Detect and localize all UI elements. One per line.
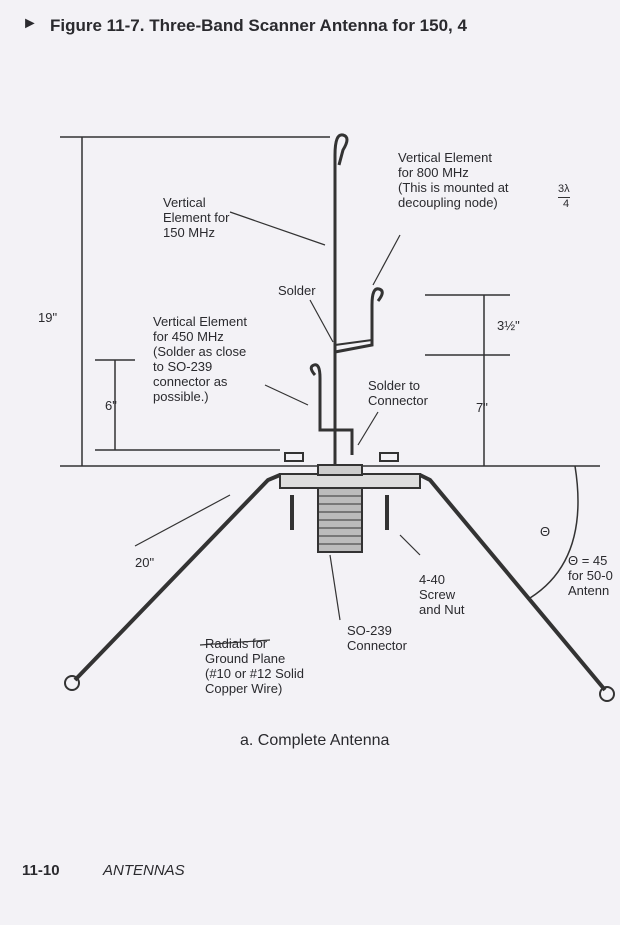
section-name: ANTENNAS	[103, 862, 185, 879]
label-solder-to-connector: Solder to Connector	[368, 378, 428, 408]
page-number: 11-10	[22, 862, 60, 879]
label-radials: Radials for Ground Plane (#10 or #12 Sol…	[205, 636, 305, 696]
theta-symbol: Θ	[540, 524, 551, 539]
dimension-3-5in: 3½"	[497, 318, 520, 333]
figure-title: Figure 11-7. Three-Band Scanner Antenna …	[50, 16, 467, 35]
figure-caption: a. Complete Antenna	[240, 732, 390, 749]
fraction-denominator: 4	[563, 198, 570, 210]
label-theta-note: Θ = 45 for 50-0 Antenn	[568, 553, 613, 598]
dimension-7in: 7"	[476, 400, 488, 415]
label-vertical-450: Vertical Element for 450 MHz (Solder as …	[153, 314, 247, 404]
fraction-numerator: 3λ	[558, 182, 570, 198]
label-so239-connector: SO-239 Connector	[347, 623, 407, 653]
dimension-20in: 20"	[135, 555, 155, 570]
label-screw-and-nut: 4-40 Screw and Nut	[419, 572, 465, 617]
dimension-19in: 19"	[38, 310, 58, 325]
dimension-6in: 6"	[105, 398, 117, 413]
label-solder: Solder	[278, 283, 316, 298]
label-vertical-150: Vertical Element for 150 MHz	[163, 195, 230, 240]
bullet-icon: ►	[22, 15, 38, 32]
label-vertical-800: Vertical Element for 800 MHz (This is mo…	[398, 150, 509, 210]
